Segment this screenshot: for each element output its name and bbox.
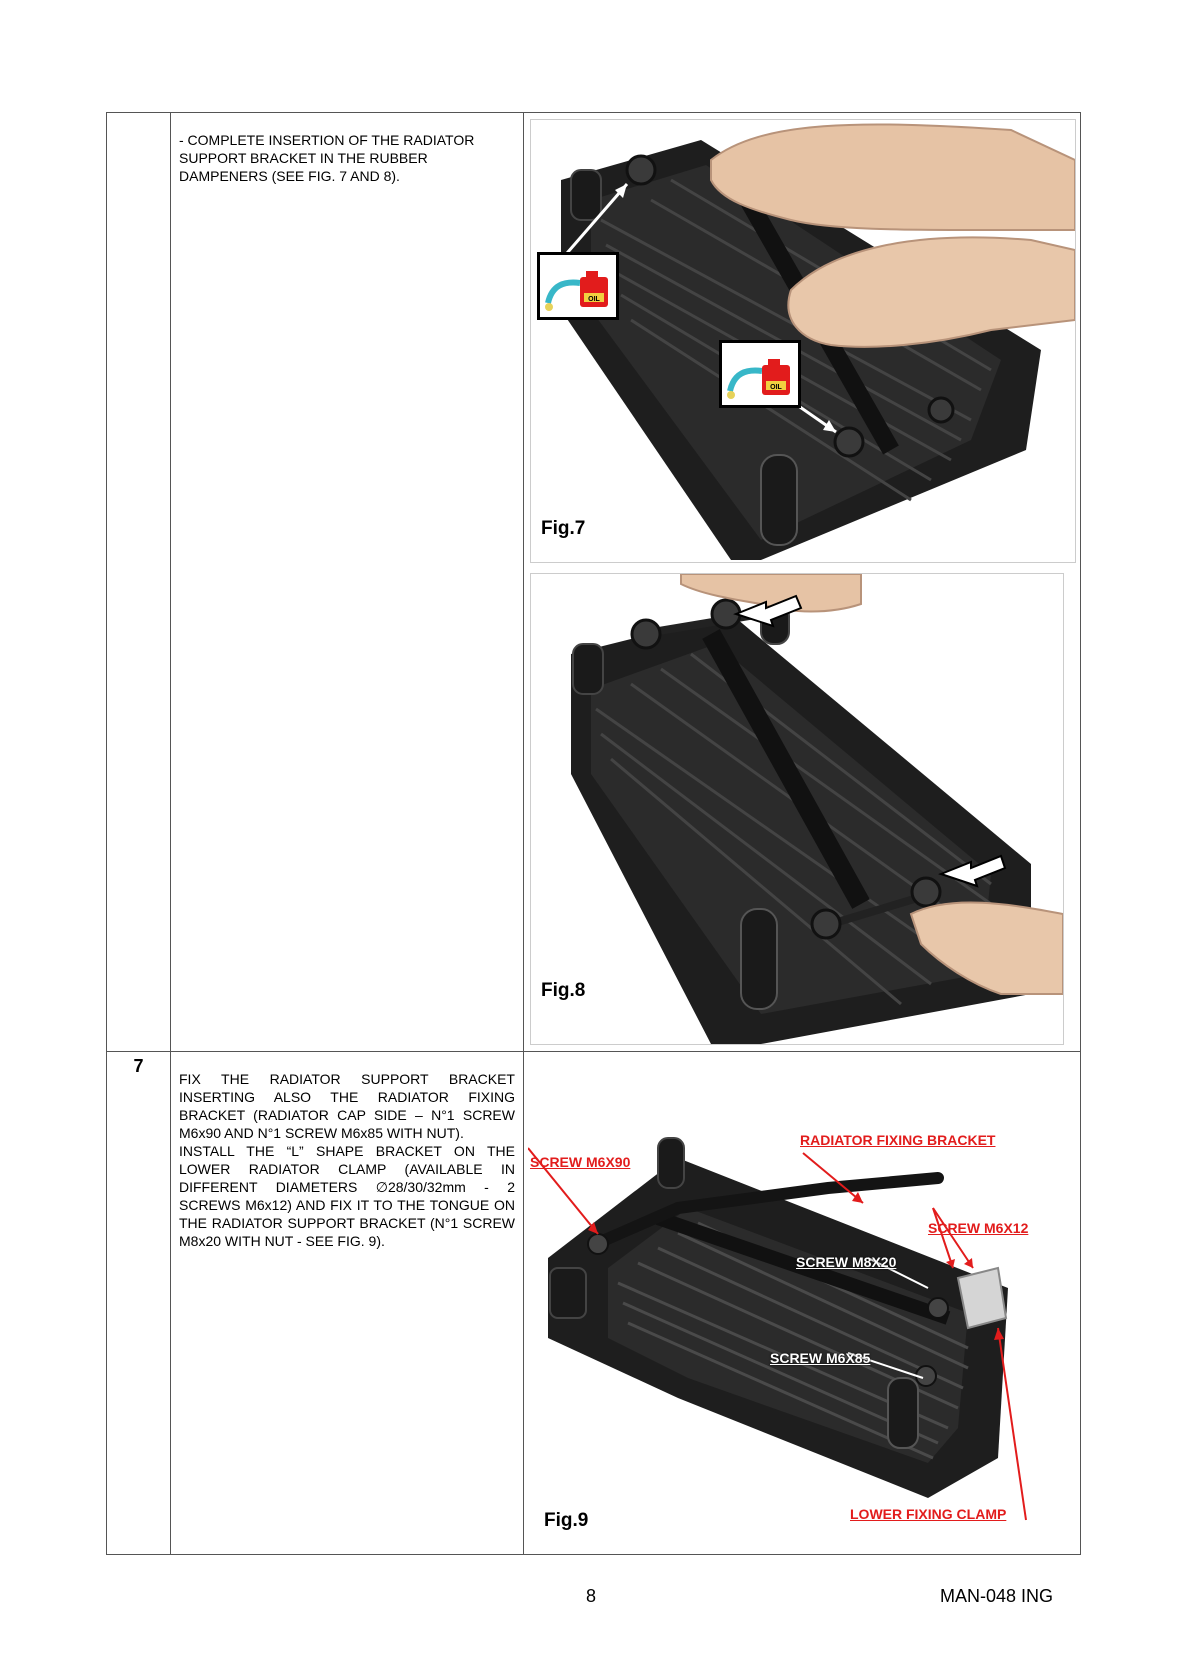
table-row: - COMPLETE INSERTION OF THE RADIATOR SUP… [106, 112, 1081, 1052]
callout-lower-fixing-clamp: LOWER FIXING CLAMP [850, 1506, 1007, 1522]
instruction-text: - COMPLETE INSERTION OF THE RADIATOR SUP… [179, 132, 475, 184]
callout-screw-m6x12: SCREW M6X12 [928, 1220, 1029, 1236]
oil-can-icon: OIL [537, 252, 619, 320]
figure-cell: RADIATOR FIXING BRACKET SCREW M6X90 SCRE… [523, 1051, 1081, 1555]
figure-cell: OIL OIL Fig.7 [523, 112, 1081, 1052]
figure-9: RADIATOR FIXING BRACKET SCREW M6X90 SCRE… [528, 1058, 1076, 1548]
figure-label: Fig.8 [541, 980, 586, 1001]
figure-7: OIL OIL Fig.7 [530, 119, 1076, 563]
step-number-cell: 7 [106, 1051, 171, 1555]
document-code: MAN-048 ING [940, 1586, 1054, 1606]
instruction-table: - COMPLETE INSERTION OF THE RADIATOR SUP… [106, 112, 1081, 1555]
table-row: 7 FIX THE RADIATOR SUPPORT BRACKET INSER… [106, 1051, 1081, 1555]
figure-8: Fig.8 [530, 573, 1064, 1045]
callout-radiator-fixing-bracket: RADIATOR FIXING BRACKET [800, 1132, 996, 1148]
radiator-photo-fig9 [528, 1137, 1027, 1521]
instruction-text: FIX THE RADIATOR SUPPORT BRACKET INSERTI… [179, 1071, 515, 1249]
oil-can-icon: OIL [719, 340, 801, 408]
radiator-photo-fig8 [571, 574, 1063, 1044]
figure-label: Fig.9 [544, 1510, 589, 1531]
svg-text:OIL: OIL [588, 296, 600, 303]
instruction-text-cell: FIX THE RADIATOR SUPPORT BRACKET INSERTI… [170, 1051, 524, 1555]
callout-screw-m6x85: SCREW M6X85 [770, 1350, 871, 1366]
radiator-photo-fig7 [559, 123, 1075, 560]
svg-text:OIL: OIL [770, 384, 782, 391]
callout-screw-m6x90: SCREW M6X90 [530, 1154, 631, 1170]
page-number: 8 [586, 1586, 597, 1606]
figure-label: Fig.7 [541, 518, 586, 539]
callout-screw-m8x20: SCREW M8X20 [796, 1254, 897, 1270]
instruction-text-cell: - COMPLETE INSERTION OF THE RADIATOR SUP… [170, 112, 524, 1052]
step-number-cell [106, 112, 171, 1052]
